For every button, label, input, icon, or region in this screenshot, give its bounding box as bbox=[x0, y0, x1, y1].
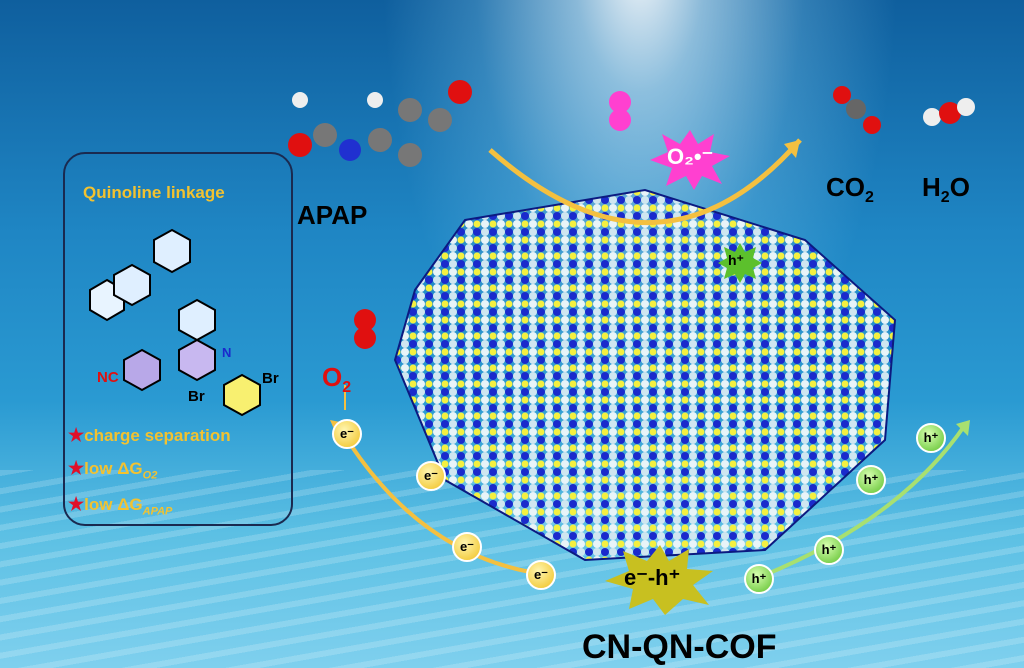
electron: e⁻ bbox=[416, 461, 446, 491]
feature-text: low ΔG bbox=[84, 459, 143, 478]
electron: e⁻ bbox=[526, 560, 556, 590]
co2-text: CO bbox=[826, 172, 865, 202]
h2o-molecule bbox=[923, 98, 975, 126]
feature-subscript: APAP bbox=[142, 505, 173, 518]
cof-framework bbox=[393, 188, 897, 562]
co2-label: CO2 bbox=[826, 172, 874, 207]
pair-burst bbox=[605, 545, 713, 615]
electron: e⁻ bbox=[452, 532, 482, 562]
apap-molecule bbox=[288, 80, 472, 167]
nitrile-group: NC bbox=[97, 369, 119, 386]
superoxide-label: O₂•⁻ bbox=[667, 144, 714, 169]
atom-n: N bbox=[222, 345, 232, 360]
oxygen-molecule-red bbox=[354, 309, 376, 349]
feature-text: low ΔG bbox=[84, 495, 143, 514]
o2-label: O2 bbox=[322, 362, 351, 397]
co2-subscript: 2 bbox=[865, 189, 874, 207]
cof-name-label: CN-QN-COF bbox=[582, 628, 777, 666]
hole: h⁺ bbox=[814, 535, 844, 565]
h2o-label: H2O bbox=[922, 172, 970, 207]
o2-subscript: 2 bbox=[342, 379, 352, 397]
star-icon: ★ bbox=[68, 494, 85, 514]
feature-low-dg-o2: ★low ΔGO2 bbox=[68, 458, 157, 481]
superoxide-burst bbox=[650, 130, 730, 190]
oxygen-molecule-pink bbox=[609, 91, 631, 131]
bromine-atom: Br bbox=[262, 370, 279, 387]
quinoline-structure bbox=[89, 228, 261, 417]
o2-text: O bbox=[322, 362, 343, 392]
hole: h⁺ bbox=[744, 564, 774, 594]
h2o-o: O bbox=[949, 172, 970, 202]
hole-burst bbox=[718, 243, 762, 283]
star-icon: ★ bbox=[68, 458, 85, 478]
hole: h⁺ bbox=[916, 423, 946, 453]
box-title: Quinoline linkage bbox=[83, 183, 225, 202]
h2o-subscript: 2 bbox=[940, 189, 950, 207]
hole-label-top: h⁺ bbox=[728, 252, 744, 268]
feature-low-dg-apap: ★low ΔGAPAP bbox=[68, 494, 172, 517]
h2o-h: H bbox=[922, 172, 941, 202]
star-icon: ★ bbox=[68, 425, 85, 445]
hole: h⁺ bbox=[856, 465, 886, 495]
pair-label: e⁻-h⁺ bbox=[624, 565, 681, 590]
feature-charge-separation: ★charge separation bbox=[68, 425, 231, 446]
electron: e⁻ bbox=[332, 419, 362, 449]
co2-molecule bbox=[833, 86, 881, 134]
feature-text: charge separation bbox=[84, 426, 231, 445]
apap-label: APAP bbox=[297, 200, 368, 230]
linkage-info-box bbox=[63, 152, 293, 526]
feature-subscript: O2 bbox=[142, 469, 158, 482]
bromine-atom: Br bbox=[188, 388, 205, 405]
